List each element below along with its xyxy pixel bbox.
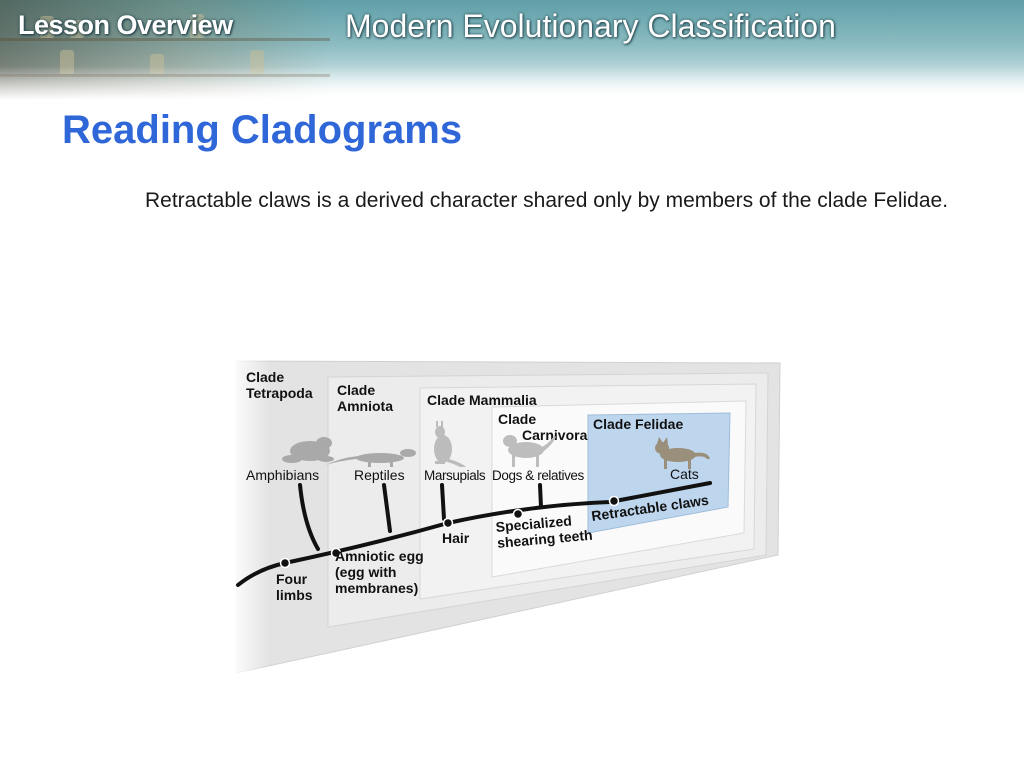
lesson-title: Modern Evolutionary Classification: [345, 8, 836, 44]
cat-icon: [655, 437, 710, 469]
slide-title: Reading Cladograms: [62, 108, 463, 152]
clade-felidae-panel: [587, 412, 731, 534]
kangaroo-icon: [434, 421, 466, 467]
lesson-overview-label: Lesson Overview: [18, 10, 233, 40]
node-hair: [442, 517, 454, 529]
cladogram-main-branch: [236, 481, 712, 587]
taxon-label: Amphibians: [246, 467, 319, 483]
branch-dogs: [538, 483, 543, 509]
clade-label: Clade Carnivora: [498, 411, 588, 443]
frog-icon: [282, 437, 334, 463]
branch-reptiles: [382, 483, 392, 533]
node-amniotic-egg: [330, 547, 342, 559]
clade-label: Clade Felidae: [593, 416, 683, 432]
dog-icon: [503, 435, 556, 467]
taxon-label: Cats: [670, 466, 699, 482]
clade-label: Clade Tetrapoda: [246, 369, 313, 401]
taxon-label: Reptiles: [354, 467, 405, 483]
taxon-label: Marsupials: [424, 468, 486, 483]
branch-amphibians: [298, 483, 320, 551]
character-label: Four limbs: [276, 571, 313, 603]
clade-label: Clade Mammalia: [427, 392, 537, 408]
slide-body-text: Retractable claws is a derived character…: [145, 189, 949, 212]
node-shearing-teeth: [512, 508, 524, 520]
header-banner: Lesson Overview Modern Evolutionary Clas…: [0, 0, 1024, 100]
branch-marsupials: [440, 483, 446, 521]
node-retractable-claws: [608, 495, 620, 507]
clade-label: Clade Amniota: [337, 382, 393, 414]
character-label: Hair: [442, 530, 470, 546]
character-label: Amniotic egg (egg with membranes): [335, 548, 428, 596]
taxon-label: Dogs & relatives: [492, 468, 585, 483]
cladogram-figure: Clade Tetrapoda Clade Amniota Clade Mamm…: [230, 355, 790, 680]
node-four-limbs: [279, 557, 291, 569]
cladogram-svg: Clade Tetrapoda Clade Amniota Clade Mamm…: [230, 355, 781, 680]
lizard-icon: [326, 449, 416, 467]
